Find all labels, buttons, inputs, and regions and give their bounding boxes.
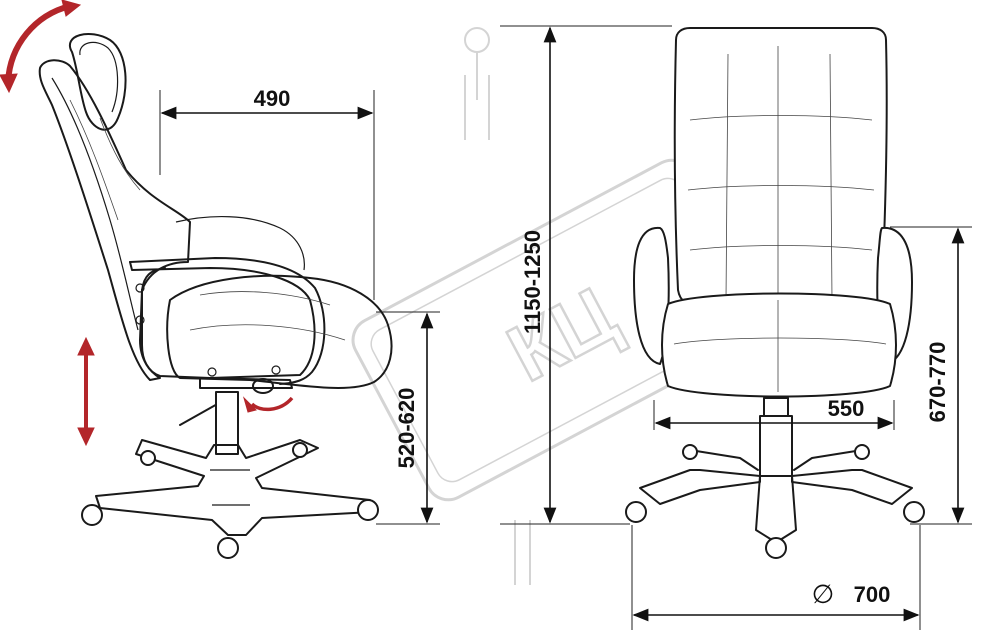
caster-wheels [81, 442, 379, 559]
dimension-lines [159, 25, 972, 630]
side-view-chair [38, 33, 393, 559]
armrest-height-label: 670-770 [925, 342, 950, 423]
swivel-arrow-icon [242, 396, 294, 413]
watermark-text: КЦ [494, 270, 630, 399]
base-diameter-label: 700 [854, 582, 891, 607]
front-view-chair [625, 27, 925, 559]
seat-height-label: 520-620 [394, 388, 419, 469]
overall-height-label: 1150-1250 [520, 230, 545, 334]
curved-tilt-arrow-icon [0, 0, 82, 94]
seat-width-label: 550 [828, 396, 865, 421]
vertical-adjust-arrow-icon [77, 336, 95, 447]
diameter-symbol: ∅ [812, 579, 835, 609]
seat-depth-label: 490 [254, 86, 291, 111]
front-caster-wheels [625, 444, 925, 559]
